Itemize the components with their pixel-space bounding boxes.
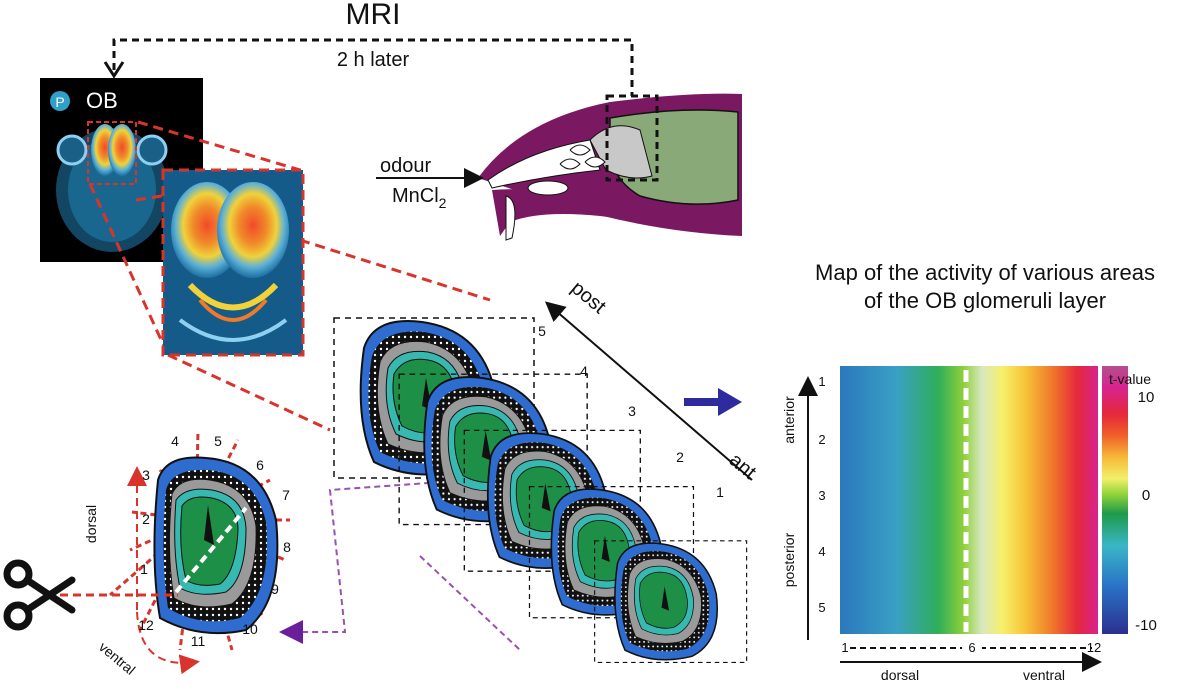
stack-slice xyxy=(594,540,748,663)
map-x-tick: 1 xyxy=(841,640,848,655)
map-dorsal-label: dorsal xyxy=(881,667,919,683)
sector-number: 2 xyxy=(142,511,150,527)
sector-number: 11 xyxy=(191,633,206,649)
map-y-ticks: 1 2 3 4 5 xyxy=(818,374,825,615)
activity-map xyxy=(840,366,1098,634)
stack-slice-number: 3 xyxy=(628,403,636,419)
sector-number: 9 xyxy=(271,581,279,597)
purple-dashed-arrow xyxy=(279,479,471,644)
right-arrow-icon xyxy=(684,388,742,416)
mri-connector xyxy=(103,38,634,96)
colorbar-tick: 0 xyxy=(1142,487,1150,504)
colorbar xyxy=(1102,366,1128,634)
skull-sagittal xyxy=(478,93,742,241)
colorbar-tick: -10 xyxy=(1135,617,1157,634)
mri-badge: P xyxy=(55,94,64,110)
sector-number: 12 xyxy=(138,617,154,633)
map-y-tick: 4 xyxy=(818,544,825,559)
sector-number: 10 xyxy=(242,621,258,637)
delay-label: 2 h later xyxy=(337,49,410,71)
stack-slice-numbers: 1 2 3 4 5 xyxy=(538,323,724,500)
stack-slice-number: 2 xyxy=(676,449,684,465)
stack-slice-number: 5 xyxy=(538,323,546,339)
stack-slice-number: 1 xyxy=(716,484,724,500)
map-y-tick: 2 xyxy=(818,432,825,447)
map-y-tick: 3 xyxy=(818,488,825,503)
scissors-icon xyxy=(3,559,76,631)
ant-label: ant xyxy=(725,449,761,484)
map-x-tick: 6 xyxy=(968,640,975,655)
badge-circle xyxy=(50,91,70,111)
post-ant-axis-arrow xyxy=(544,301,753,481)
anterior-label: anterior xyxy=(781,396,797,444)
sector-number: 6 xyxy=(256,457,264,473)
mri-ob-label: OB xyxy=(86,88,118,113)
slice-sector-diagram xyxy=(109,429,290,675)
colorbar-ticks: 10 0 -10 xyxy=(1135,389,1157,634)
sector-number: 5 xyxy=(214,433,222,449)
map-x-tick: 12 xyxy=(1087,640,1101,655)
map-ventral-label: ventral xyxy=(1023,667,1065,683)
sector-number: 8 xyxy=(283,539,291,555)
slice-ventral-label: ventral xyxy=(96,639,138,678)
post-label: post xyxy=(567,277,610,318)
mri-zoom xyxy=(161,168,305,357)
map-title-line2: of the OB glomeruli layer xyxy=(864,288,1106,313)
sector-number: 3 xyxy=(142,467,150,483)
map-y-tick: 1 xyxy=(818,374,825,389)
posterior-label: posterior xyxy=(781,532,797,587)
sector-number: 4 xyxy=(171,433,179,449)
sector-number: 1 xyxy=(140,561,148,577)
colorbar-tick: 10 xyxy=(1138,389,1155,406)
mri-title: MRI xyxy=(346,0,401,31)
sector-number: 7 xyxy=(282,487,290,503)
slice-dorsal-label: dorsal xyxy=(83,505,99,543)
zoom-lines xyxy=(88,120,491,432)
map-y-tick: 5 xyxy=(818,600,825,615)
odour-label: odour xyxy=(380,155,431,177)
slice-stack xyxy=(333,317,748,663)
mncl-label: MnCl2 xyxy=(392,185,447,211)
map-title-line1: Map of the activity of various areas xyxy=(815,260,1155,285)
colorbar-title: t-value xyxy=(1109,371,1151,387)
stack-slice-number: 4 xyxy=(580,363,588,379)
